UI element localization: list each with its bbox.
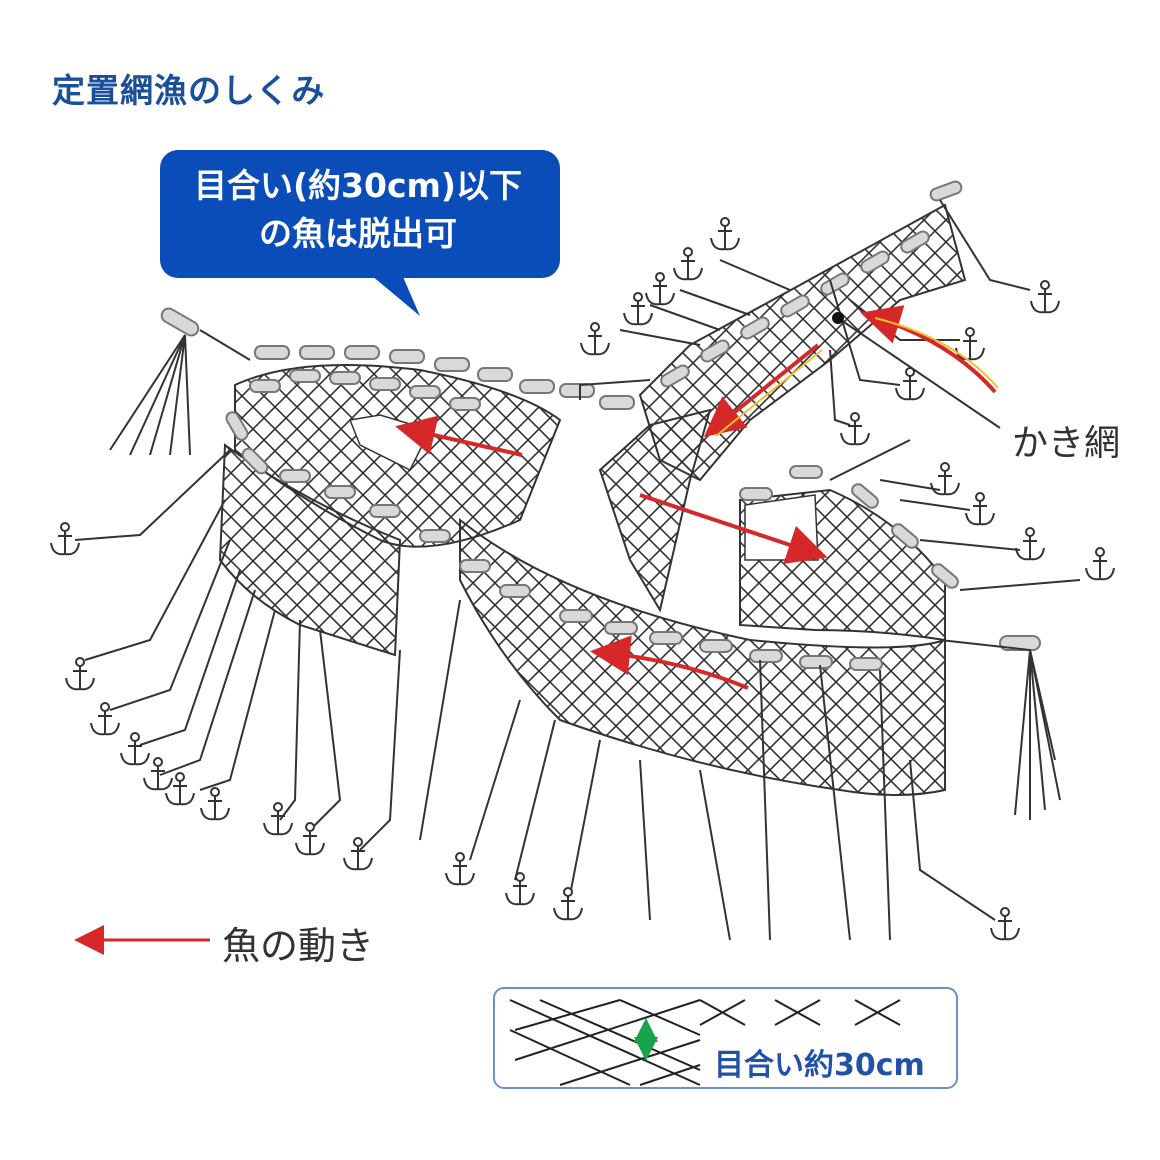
anchor-icon (505, 872, 535, 906)
callout-text: 目合い(約30cm)以下 の魚は脱出可 (168, 162, 548, 258)
anchor-icon (990, 907, 1020, 941)
page-title: 定置網漁のしくみ (52, 71, 326, 110)
arrow-icon (590, 635, 749, 690)
anchor-icon (673, 247, 703, 281)
kakiami-label: かき網 (1012, 423, 1121, 464)
kakiami-point (832, 312, 844, 324)
anchor-icon (645, 272, 675, 306)
kakiami-pointer (837, 317, 1001, 429)
anchor-icon (165, 772, 195, 806)
anchor-icon (553, 887, 583, 921)
arrow-icon (639, 493, 828, 564)
mesh-detail-box (493, 987, 958, 1089)
mooring-lines (74, 199, 1081, 941)
anchor-icon (50, 522, 80, 556)
anchor-icon (710, 217, 740, 251)
anchor-icon (65, 657, 95, 691)
anchor-icon (1030, 280, 1060, 314)
anchor-icon (295, 822, 325, 856)
arrow-icon (395, 415, 523, 457)
anchor-icon (1015, 527, 1045, 561)
arrow-highlight (715, 317, 999, 437)
anchor-icon (200, 787, 230, 821)
left-chamber (218, 364, 562, 657)
anchor-icon (1085, 547, 1115, 581)
anchor-icon (143, 757, 173, 791)
anchor-icon (580, 322, 610, 356)
fish-movement-label: 魚の動き (222, 924, 375, 968)
anchor-icon (120, 732, 150, 766)
callout-bubble (160, 150, 560, 316)
float-lines (160, 180, 1041, 671)
anchor-icon (263, 802, 293, 836)
callout-line-1: 目合い(約30cm)以下 (193, 166, 523, 205)
callout-line-2: の魚は脱出可 (259, 214, 457, 253)
mesh-size-label: 目合い約30cm (714, 1048, 925, 1083)
anchor-icon (965, 492, 995, 526)
anchor-icon (840, 412, 870, 446)
arrow-icon (703, 343, 820, 438)
